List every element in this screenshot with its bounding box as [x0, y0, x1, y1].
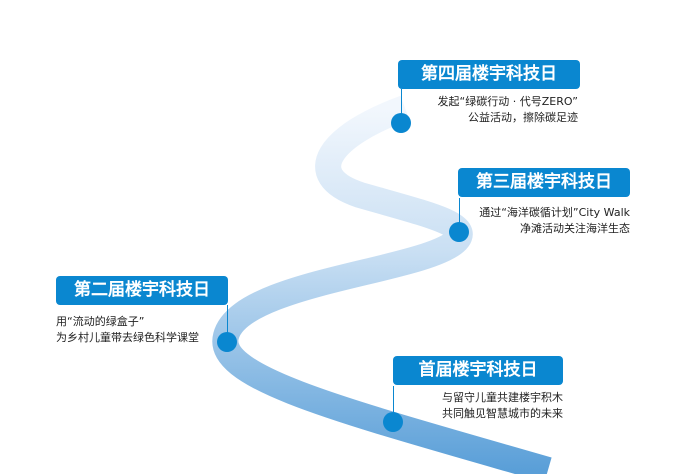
milestone-title-2: 第二届楼宇科技日 — [56, 276, 228, 305]
desc-line: 公益活动，擦除碳足迹 — [468, 111, 578, 124]
desc-line: 共同触见智慧城市的未来 — [442, 407, 563, 420]
connector-line — [459, 198, 460, 228]
desc-line: 用“流动的绿盒子” — [56, 315, 145, 328]
desc-line: 通过“海洋碳循计划”City Walk — [479, 206, 630, 219]
milestone-dot — [449, 222, 469, 242]
milestone-desc-2: 用“流动的绿盒子” 为乡村儿童带去绿色科学课堂 — [56, 314, 199, 346]
milestone-title-1: 首届楼宇科技日 — [393, 356, 563, 385]
connector-line — [393, 386, 394, 418]
desc-line: 净滩活动关注海洋生态 — [520, 222, 630, 235]
desc-line: 为乡村儿童带去绿色科学课堂 — [56, 331, 199, 344]
milestone-title-3: 第三届楼宇科技日 — [458, 168, 630, 197]
milestone-dot — [391, 113, 411, 133]
desc-line: 与留守儿童共建楼宇积木 — [442, 391, 563, 404]
connector-line — [227, 305, 228, 337]
milestone-desc-4: 发起“绿碳行动 · 代号ZERO” 公益活动，擦除碳足迹 — [438, 94, 578, 126]
desc-line: 发起“绿碳行动 · 代号ZERO” — [437, 95, 578, 108]
milestone-dot — [217, 332, 237, 352]
milestone-title-4: 第四届楼宇科技日 — [398, 60, 580, 89]
milestone-desc-3: 通过“海洋碳循计划”City Walk 净滩活动关注海洋生态 — [479, 205, 630, 237]
milestone-desc-1: 与留守儿童共建楼宇积木 共同触见智慧城市的未来 — [442, 390, 563, 422]
milestone-dot — [383, 412, 403, 432]
connector-line — [401, 89, 402, 119]
